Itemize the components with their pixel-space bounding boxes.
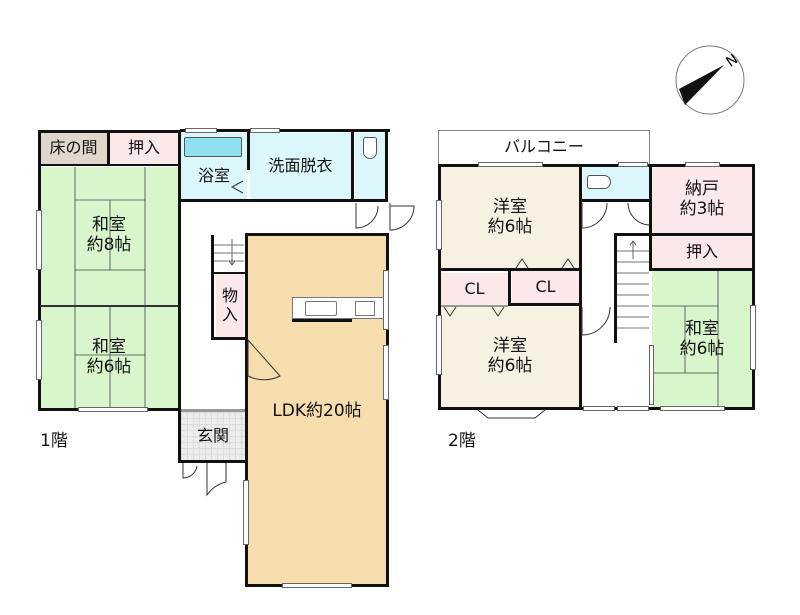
closet-edge — [441, 305, 508, 307]
wall — [649, 233, 652, 268]
wall — [40, 164, 180, 166]
window — [383, 345, 389, 400]
wall — [211, 272, 247, 274]
room-closet-2: CL — [512, 271, 579, 303]
floor-1-label: 1階 — [40, 431, 68, 451]
wall — [579, 164, 582, 410]
compass-north-arrow-icon — [675, 45, 745, 115]
wall — [441, 268, 581, 271]
wall — [180, 199, 388, 202]
wall — [211, 235, 214, 340]
stove-icon — [355, 301, 375, 316]
wall — [438, 164, 754, 167]
floor-2-label: 2階 — [448, 431, 476, 451]
window — [250, 128, 280, 133]
room-genkan: 玄関 — [181, 412, 245, 460]
wall — [581, 199, 651, 202]
window — [36, 320, 42, 380]
window — [618, 162, 648, 167]
room-washitsu-6: 和室 約6帖 — [40, 306, 178, 409]
window — [36, 210, 42, 270]
window — [750, 305, 756, 370]
wall — [247, 130, 250, 170]
wall — [245, 233, 248, 587]
wall — [38, 130, 41, 411]
wall — [511, 303, 581, 306]
room-oshiire-2f: 押入 — [652, 237, 752, 268]
room-washitsu-2f: 和室 約6帖 — [652, 271, 752, 408]
counter-edge — [292, 319, 352, 322]
room-washroom: 洗面脱衣 — [250, 133, 351, 199]
room-nando: 納戸 約3帖 — [652, 167, 752, 233]
wall — [40, 305, 178, 307]
wall — [178, 460, 248, 463]
wall — [649, 268, 754, 271]
window — [436, 315, 442, 375]
room-balcony: バルコニー — [438, 130, 650, 164]
window — [478, 162, 543, 167]
window — [436, 200, 442, 250]
bathtub-icon — [184, 137, 242, 157]
room-ldk: LDK約20帖 — [248, 236, 386, 584]
window — [383, 270, 389, 330]
wall — [752, 164, 755, 410]
wall — [614, 233, 617, 343]
stairs-2f — [617, 237, 649, 342]
window — [78, 407, 148, 412]
wall — [180, 129, 390, 132]
window — [185, 128, 217, 133]
window — [282, 583, 352, 588]
window — [583, 406, 615, 411]
wall — [107, 130, 110, 166]
wall — [211, 337, 247, 340]
sink-icon — [305, 301, 337, 316]
wall — [351, 130, 354, 202]
wall — [386, 233, 389, 587]
wall — [245, 233, 389, 236]
room-closet-1: CL — [441, 273, 508, 305]
window — [660, 406, 725, 411]
wall — [508, 270, 511, 306]
toilet-icon — [587, 175, 611, 189]
compass: N — [675, 45, 745, 115]
window — [243, 480, 249, 545]
room-oshiire-1f: 押入 — [110, 133, 178, 164]
room-tokonoma: 床の間 — [40, 133, 107, 164]
stairs-1f — [212, 237, 244, 272]
window — [685, 162, 720, 167]
room-youshitsu-2: 洋室 約6帖 — [441, 307, 579, 407]
wall — [649, 164, 652, 234]
room-storage: 物 入 — [216, 274, 244, 337]
kitchen-counter — [292, 297, 386, 319]
toilet-icon — [363, 137, 377, 159]
wall — [385, 130, 388, 202]
wall — [614, 233, 754, 236]
step — [181, 409, 245, 412]
wall — [178, 130, 181, 463]
window — [617, 406, 649, 411]
wall — [438, 164, 441, 410]
window — [649, 345, 654, 405]
room-washitsu-8: 和室 約8帖 — [40, 167, 178, 305]
room-youshitsu-1: 洋室 約6帖 — [441, 167, 579, 268]
